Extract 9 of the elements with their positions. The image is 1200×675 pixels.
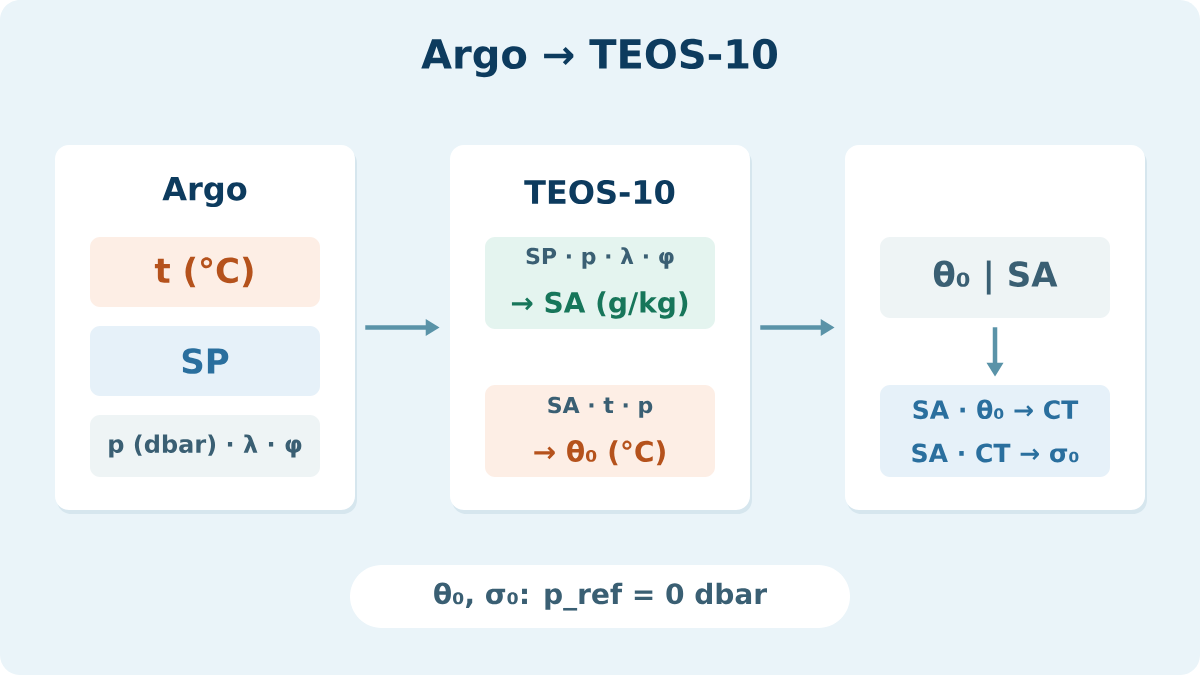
value-box: t (°C)	[90, 237, 320, 307]
value-box: p (dbar) · λ · φ	[90, 415, 320, 477]
pill-note: θ₀, σ₀: p_ref = 0 dbar	[350, 565, 850, 628]
value-box: SA · t · p → θ₀ (°C)	[485, 385, 715, 477]
value-box: SP · p · λ · φ → SA (g/kg)	[485, 237, 715, 329]
value-box: SA · θ₀ → CT SA · CT → σ₀	[880, 385, 1110, 477]
title: Argo → TEOS-10	[421, 38, 777, 78]
value-box: SP	[90, 326, 320, 396]
value-box: θ₀ | SA	[880, 237, 1110, 318]
